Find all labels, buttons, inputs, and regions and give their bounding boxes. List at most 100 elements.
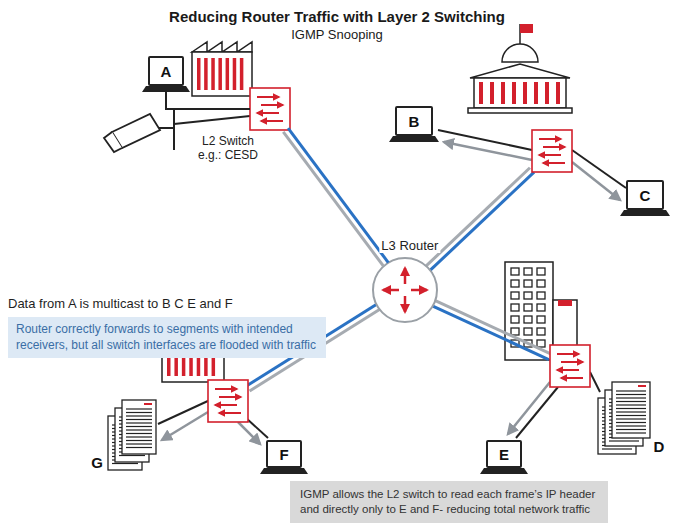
switch-icon	[250, 88, 290, 130]
traffic-arrow	[238, 422, 260, 444]
note-box: IGMP allows the L2 switch to read each f…	[290, 481, 608, 523]
office-window	[537, 292, 545, 299]
laptop-screen: F	[266, 440, 302, 468]
switch-icon	[532, 130, 572, 172]
document-stack: G	[108, 400, 156, 470]
document-line	[126, 436, 152, 437]
factory-building	[192, 52, 252, 96]
document-line	[616, 425, 646, 426]
trunk-line	[426, 168, 530, 266]
office-window	[537, 316, 545, 323]
factory-roof	[192, 42, 252, 52]
access-wire	[438, 130, 532, 150]
laptop-screen: C	[626, 180, 664, 210]
document-line	[616, 422, 646, 423]
callout-text: Router correctly forwards to segments wi…	[8, 317, 326, 358]
traffic-arrow	[162, 412, 208, 440]
document-sheet	[122, 400, 156, 454]
switch-arrow	[257, 112, 279, 114]
trunk-line	[435, 301, 551, 354]
camera-wire	[174, 116, 250, 124]
document-line	[126, 433, 152, 434]
node-letter: B	[409, 113, 420, 130]
document-mark	[144, 403, 152, 405]
document-line	[616, 432, 646, 433]
laptop-screen: E	[486, 440, 522, 468]
capitol-column	[512, 82, 516, 104]
document-line	[616, 397, 646, 398]
switch-arrow	[261, 104, 283, 106]
capitol-column	[479, 82, 483, 104]
access-wire	[516, 387, 558, 438]
switch-arrow	[261, 120, 283, 122]
office-window	[524, 304, 532, 311]
document-line	[126, 443, 152, 444]
capitol-column	[545, 82, 549, 104]
laptop-base	[389, 136, 439, 142]
laptop-screen: A	[148, 56, 184, 86]
node-letter: E	[499, 446, 509, 463]
switch-icon	[550, 345, 590, 387]
laptop-base	[480, 468, 528, 474]
capitol-column	[523, 82, 527, 104]
factory-stripe	[218, 58, 222, 90]
trunk-shadow	[283, 132, 383, 266]
office-window	[511, 268, 519, 275]
switch-arrow	[215, 404, 237, 406]
document-line	[126, 415, 152, 416]
subtitle: IGMP Snooping	[0, 27, 674, 42]
office-window	[537, 340, 545, 347]
router-arrow	[404, 296, 407, 312]
capitol-body	[474, 78, 566, 108]
capitol-pediment	[470, 64, 570, 78]
office-window	[524, 328, 532, 335]
document-line	[616, 415, 646, 416]
switch-arrow	[215, 388, 237, 390]
trunk-line	[288, 128, 388, 262]
capitol-dome	[502, 44, 538, 62]
switch-arrow	[539, 154, 561, 156]
document-line	[126, 429, 152, 430]
router-arrow	[411, 289, 427, 292]
document-sheet	[612, 382, 650, 438]
switch-label: L2 Switch e.g.: CESD	[193, 134, 263, 163]
node-letter: F	[279, 446, 288, 463]
document-line	[616, 390, 646, 391]
office-window	[524, 292, 532, 299]
router-arrow	[404, 268, 407, 284]
capitol-column	[501, 82, 505, 104]
factory-stripe	[197, 58, 201, 90]
office-window	[511, 328, 519, 335]
router-label: L3 Router	[379, 238, 440, 253]
flag	[520, 24, 533, 33]
document-mark	[638, 385, 646, 387]
network-wire	[166, 92, 250, 109]
office-window	[511, 280, 519, 287]
capitol-base	[468, 108, 572, 113]
switch-arrow	[561, 377, 583, 379]
node-letter: D	[652, 438, 666, 455]
office-window	[511, 304, 519, 311]
office-window	[511, 292, 519, 299]
switch-arrow	[257, 96, 279, 98]
office-accent	[558, 300, 572, 306]
factory-stripe	[204, 58, 208, 90]
document-line	[126, 440, 152, 441]
office-window	[537, 304, 545, 311]
connector-group	[283, 128, 388, 266]
diagram-title: Reducing Router Traffic with Layer 2 Swi…	[0, 8, 674, 25]
office-window	[524, 268, 532, 275]
office-window	[537, 280, 545, 287]
document-stack: D	[598, 382, 650, 454]
callout-box: Data from A is multicast to B C E and FR…	[8, 296, 326, 358]
capitol-column	[556, 82, 560, 104]
note-text: IGMP allows the L2 switch to read each f…	[300, 487, 598, 517]
laptop-base	[260, 468, 308, 474]
switch-arrow	[561, 361, 583, 363]
l3-router: L3 Router	[373, 258, 437, 322]
access-wire	[590, 372, 600, 392]
document-line	[616, 404, 646, 405]
office-window	[524, 316, 532, 323]
